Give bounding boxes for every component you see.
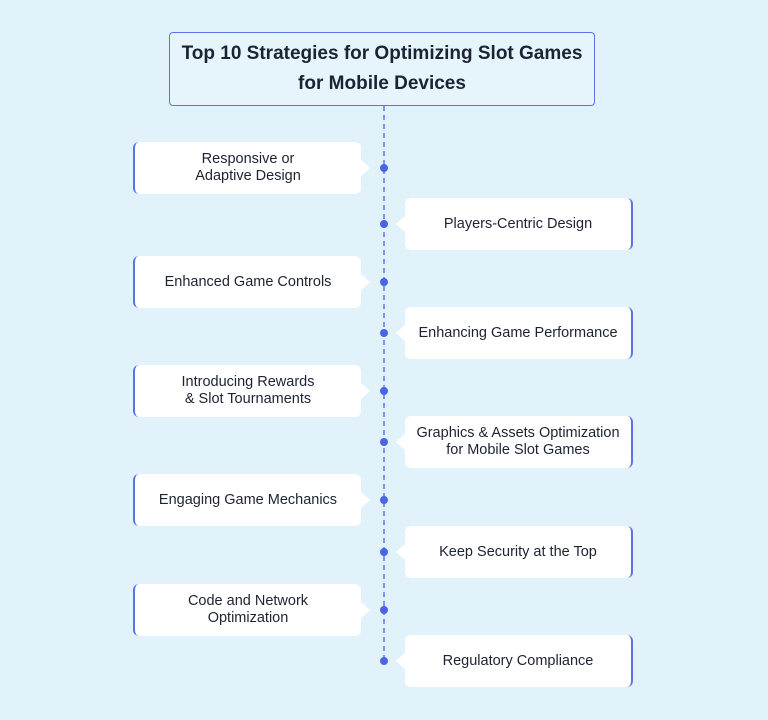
timeline-node: [380, 606, 388, 614]
strategy-card: Players-Centric Design: [396, 198, 633, 250]
timeline-node: [380, 496, 388, 504]
strategy-card: Keep Security at the Top: [396, 526, 633, 578]
timeline-node: [380, 438, 388, 446]
timeline-node: [380, 278, 388, 286]
timeline-node: [380, 387, 388, 395]
strategy-label: Introducing Rewards & Slot Tournaments: [181, 374, 315, 407]
timeline-node: [380, 164, 388, 172]
strategy-label: Keep Security at the Top: [439, 543, 597, 560]
strategy-label: Players-Centric Design: [443, 215, 593, 232]
strategy-card: Responsive or Adaptive Design: [133, 142, 370, 194]
strategy-label: Engaging Game Mechanics: [158, 491, 338, 508]
strategy-card: Engaging Game Mechanics: [133, 474, 370, 526]
strategy-label: Code and Network Optimization: [187, 593, 309, 626]
strategy-card: Introducing Rewards & Slot Tournaments: [133, 365, 370, 417]
strategy-card: Enhanced Game Controls: [133, 256, 370, 308]
strategy-card: Enhancing Game Performance: [396, 307, 633, 359]
timeline-node: [380, 548, 388, 556]
strategy-card: Graphics & Assets Optimization for Mobil…: [396, 416, 633, 468]
strategy-label: Graphics & Assets Optimization for Mobil…: [416, 425, 620, 458]
timeline-node: [380, 220, 388, 228]
strategy-label: Enhancing Game Performance: [418, 324, 618, 341]
strategy-label: Enhanced Game Controls: [164, 273, 332, 290]
strategy-card: Code and Network Optimization: [133, 584, 370, 636]
strategy-label: Responsive or Adaptive Design: [195, 151, 301, 184]
strategy-card: Regulatory Compliance: [396, 635, 633, 687]
timeline-node: [380, 329, 388, 337]
timeline-node: [380, 657, 388, 665]
diagram-title-box: Top 10 Strategies for Optimizing Slot Ga…: [169, 32, 595, 106]
diagram-title: Top 10 Strategies for Optimizing Slot Ga…: [181, 43, 583, 94]
strategy-label: Regulatory Compliance: [442, 652, 594, 669]
